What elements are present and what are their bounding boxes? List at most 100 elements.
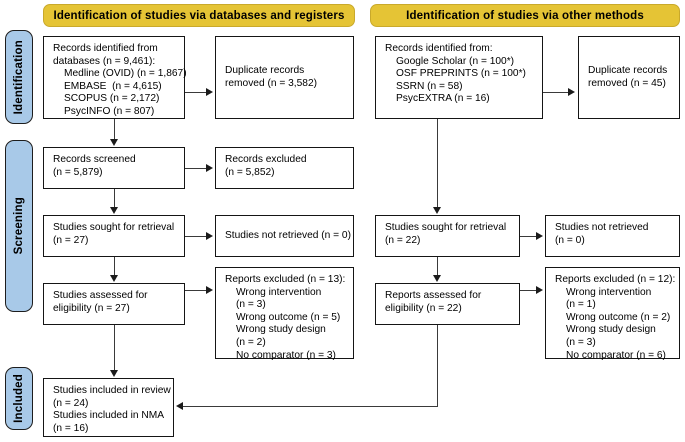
box-studies-not-retrieved-other-methods: Studies not retrieved (n = 0): [545, 215, 680, 257]
box-records-identified-databases: Records identified from databases (n = 9…: [43, 36, 187, 119]
connector-sought-to-assessed: [114, 257, 115, 277]
box-studies-sought-retrieval-other-methods: Studies sought for retrieval (n = 22): [375, 215, 520, 257]
box-line: eligibility (n = 27): [53, 302, 130, 314]
column-header-other-methods: Identification of studies via other meth…: [370, 4, 680, 27]
arrowhead-sought-to-not-retrieved: [206, 231, 213, 240]
box-line: (n = 0): [555, 234, 585, 246]
stage-tab-screening-label: Screening: [13, 197, 25, 255]
box-line: Studies sought for retrieval: [385, 222, 507, 233]
connector-assessed-to-reports-excluded: [185, 290, 207, 291]
box-line: No comparator (n = 6): [566, 349, 666, 361]
box-line: (n = 5,852): [225, 166, 275, 178]
box-studies-sought-retrieval-databases: Studies sought for retrieval (n = 27): [43, 215, 185, 257]
box-line: (n = 3): [236, 299, 266, 311]
box-line: Records excluded: [225, 154, 307, 165]
connector-other-identified-to-duplicates: [543, 92, 569, 93]
box-line: Studies included in NMA: [53, 410, 164, 422]
arrowhead-other-identified-to-duplicates: [568, 87, 575, 96]
box-line: (n = 3): [566, 336, 596, 348]
box-line: SCOPUS (n = 2,172): [64, 93, 160, 105]
connector-other-sought-to-not-retrieved: [520, 236, 537, 237]
connector-screened-to-sought: [114, 189, 115, 209]
box-line: Studies not retrieved (n = 0): [225, 230, 351, 242]
box-line: Wrong study design: [236, 324, 326, 336]
box-line: Wrong intervention: [566, 286, 652, 298]
stage-tab-identification-label: Identification: [13, 39, 25, 115]
box-line: Reports excluded (n = 13):: [225, 274, 346, 285]
box-line: Wrong outcome (n = 2): [566, 311, 671, 323]
box-line: PsycINFO (n = 807): [64, 105, 155, 117]
arrowhead-other-identified-to-sought: [432, 207, 441, 214]
connector-db-identified-to-duplicates: [185, 92, 207, 93]
box-line: (n = 1): [566, 299, 596, 311]
box-studies-not-retrieved-databases: Studies not retrieved (n = 0): [215, 215, 354, 257]
box-line: Studies not retrieved: [555, 222, 649, 233]
connector-sought-to-not-retrieved: [185, 236, 207, 237]
box-line: Studies included in review: [53, 385, 171, 396]
box-line: (n = 2): [236, 336, 266, 348]
column-header-databases: Identification of studies via databases …: [43, 4, 355, 27]
connector-other-assessed-to-included-vertical: [437, 325, 438, 407]
stage-tab-screening: Screening: [5, 140, 33, 312]
connector-db-identified-to-screened: [114, 119, 115, 141]
box-line: PsycEXTRA (n = 16): [396, 93, 490, 105]
connector-other-sought-to-assessed: [437, 257, 438, 277]
box-line: Wrong outcome (n = 5): [236, 311, 341, 323]
box-studies-included: Studies included in review (n = 24) Stud…: [43, 378, 174, 437]
box-line: Reports assessed for: [385, 290, 482, 301]
arrowhead-db-identified-to-screened: [109, 139, 118, 146]
box-line: Records identified from:: [385, 43, 493, 54]
box-records-excluded: Records excluded (n = 5,852): [215, 147, 354, 189]
box-line: Wrong intervention: [236, 286, 322, 298]
box-reports-excluded-other-methods: Reports excluded (n = 12): Wrong interve…: [545, 267, 680, 361]
box-line: OSF PREPRINTS (n = 100*): [396, 68, 526, 80]
connector-other-assessed-to-included-horizontal: [183, 406, 438, 407]
box-line: (n = 22): [385, 234, 421, 246]
arrowhead-other-assessed-to-included: [176, 401, 183, 410]
box-line: removed (n = 45): [588, 78, 666, 89]
arrowhead-other-sought-to-assessed: [432, 275, 441, 282]
box-line: (n = 27): [53, 234, 89, 246]
box-studies-assessed-eligibility-databases: Studies assessed for eligibility (n = 27…: [43, 283, 185, 325]
arrowhead-assessed-to-included: [109, 370, 118, 377]
box-line: Google Scholar (n = 100*): [396, 55, 515, 67]
arrowhead-other-assessed-to-reports-excluded: [536, 285, 543, 294]
box-line: (n = 5,879): [53, 166, 103, 178]
box-line: EMBASE (n = 4,615): [64, 80, 162, 92]
box-line: (n = 24): [53, 397, 89, 409]
connector-screened-to-excluded: [185, 168, 207, 169]
arrowhead-sought-to-assessed: [109, 275, 118, 282]
box-records-identified-other-methods: Records identified from: Google Scholar …: [375, 36, 543, 119]
box-reports-assessed-eligibility-other-methods: Reports assessed for eligibility (n = 22…: [375, 283, 520, 325]
box-line: (n = 16): [53, 422, 89, 434]
box-line: Studies sought for retrieval: [53, 222, 175, 233]
box-line: Records identified from: [53, 43, 158, 54]
box-line: Medline (OVID) (n = 1,867): [64, 68, 187, 80]
arrowhead-screened-to-excluded: [206, 163, 213, 172]
box-line: No comparator (n = 3): [236, 349, 336, 361]
box-line: Duplicate records: [225, 65, 305, 77]
box-line: removed (n = 3,582): [225, 78, 318, 89]
arrowhead-screened-to-sought: [109, 207, 118, 214]
connector-other-assessed-to-reports-excluded: [520, 290, 537, 291]
stage-tab-identification: Identification: [5, 30, 33, 124]
box-line: databases (n = 9,461):: [53, 55, 156, 67]
box-line: Duplicate records: [588, 65, 668, 77]
box-duplicate-records-removed-other-methods: Duplicate records removed (n = 45): [578, 36, 680, 119]
box-line: Studies assessed for: [53, 290, 148, 301]
box-duplicate-records-removed-databases: Duplicate records removed (n = 3,582): [215, 36, 354, 119]
connector-assessed-to-included: [114, 325, 115, 372]
box-records-screened: Records screened (n = 5,879): [43, 147, 185, 189]
connector-other-identified-to-sought: [437, 119, 438, 209]
box-line: eligibility (n = 22): [385, 302, 462, 314]
arrowhead-db-identified-to-duplicates: [206, 87, 213, 96]
box-line: Reports excluded (n = 12):: [555, 274, 676, 285]
stage-tab-included: Included: [5, 367, 33, 430]
box-line: SSRN (n = 58): [396, 80, 463, 92]
arrowhead-other-sought-to-not-retrieved: [536, 231, 543, 240]
stage-tab-included-label: Included: [13, 374, 25, 423]
box-line: Records screened: [53, 154, 136, 165]
arrowhead-assessed-to-reports-excluded: [206, 285, 213, 294]
box-reports-excluded-databases: Reports excluded (n = 13): Wrong interve…: [215, 267, 354, 361]
